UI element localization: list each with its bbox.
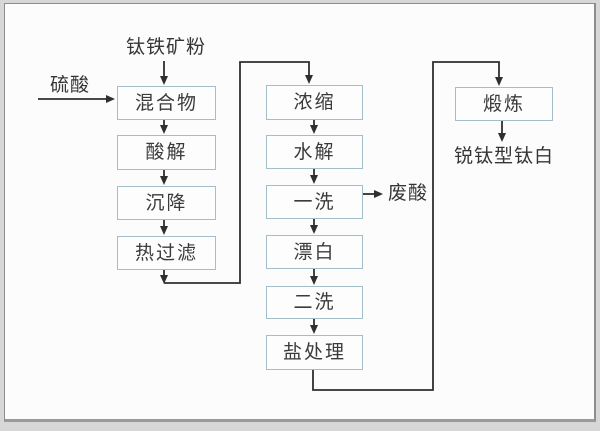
node-mixture: 混合物 [117, 86, 216, 120]
node-bleaching: 漂白 [266, 235, 363, 269]
node-first-wash: 一洗 [266, 185, 363, 219]
node-second-wash: 二洗 [266, 286, 363, 319]
node-calcination: 煅炼 [455, 87, 553, 121]
node-hot-filtration: 热过滤 [117, 236, 216, 270]
node-concentration: 浓缩 [266, 85, 363, 120]
node-settling: 沉降 [117, 186, 216, 220]
label-sulfuric-acid: 硫酸 [49, 75, 90, 96]
label-waste-acid: 废酸 [387, 183, 428, 204]
label-anatase-titanium-white: 锐钛型钛白 [453, 146, 554, 167]
node-acid-hydrolysis: 酸解 [117, 135, 216, 170]
node-hydrolysis: 水解 [266, 135, 363, 169]
label-ilmenite-powder: 钛铁矿粉 [125, 37, 206, 58]
node-salt-treatment: 盐处理 [266, 335, 363, 370]
